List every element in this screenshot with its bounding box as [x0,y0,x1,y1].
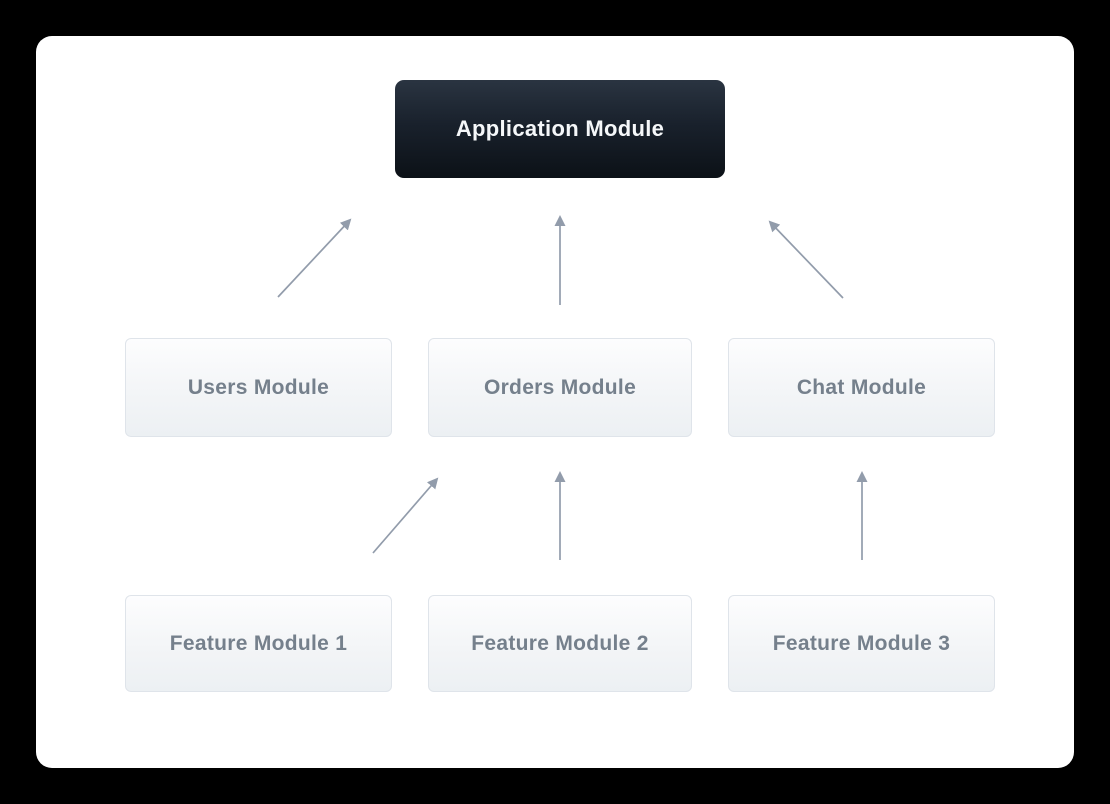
node-users-module: Users Module [125,338,392,437]
node-orders-module-label: Orders Module [483,375,637,399]
arrow-feature1-to-orders [372,477,439,554]
node-application-module: Application Module [395,80,725,178]
node-chat-module-label: Chat Module [796,375,927,399]
node-feature-module-2: Feature Module 2 [428,595,692,692]
arrow-users-to-application [277,218,352,298]
diagram-card: Application Module Users Module Orders M… [36,36,1074,768]
node-feature-module-3-label: Feature Module 3 [772,631,951,655]
node-application-module-label: Application Module [455,116,665,141]
node-feature-module-3: Feature Module 3 [728,595,995,692]
arrow-chat-to-application [768,220,844,299]
node-feature-module-2-label: Feature Module 2 [471,631,649,655]
node-users-module-label: Users Module [187,375,330,399]
node-feature-module-1: Feature Module 1 [125,595,392,692]
node-chat-module: Chat Module [728,338,995,437]
node-orders-module: Orders Module [428,338,692,437]
node-feature-module-1-label: Feature Module 1 [169,631,348,655]
